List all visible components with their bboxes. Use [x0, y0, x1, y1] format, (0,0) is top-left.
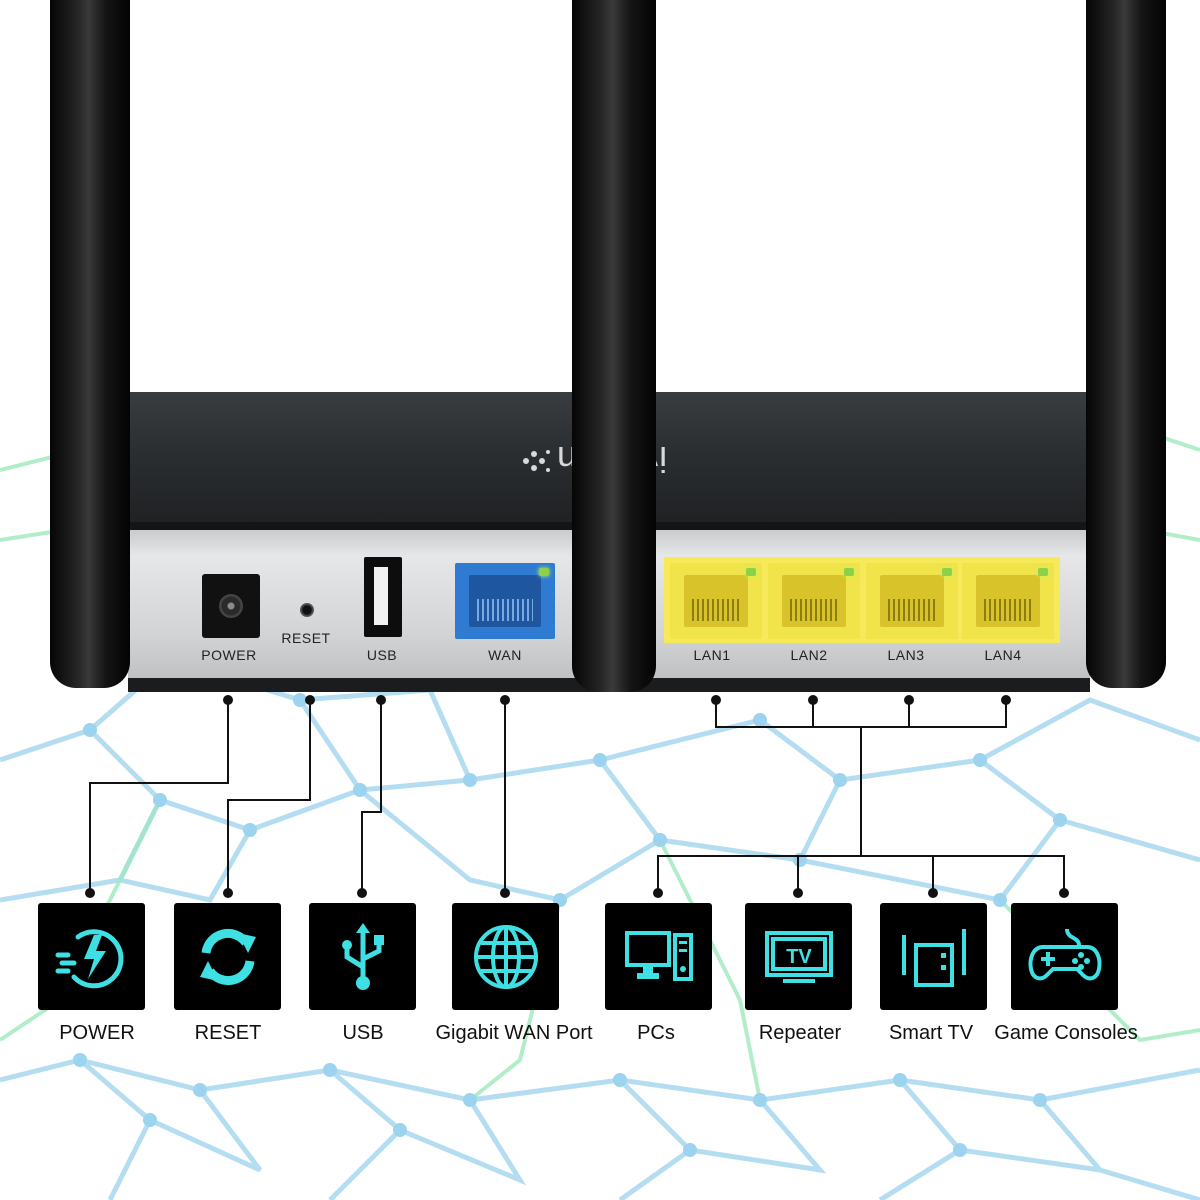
- refresh-arrows-icon: [199, 928, 256, 985]
- repeater-caption: Repeater: [758, 1022, 842, 1044]
- smart-tv-tile: [880, 903, 987, 1010]
- brand-logo-mark: [523, 450, 550, 472]
- wan-led: [539, 568, 549, 576]
- lan2-port-label: LAN2: [790, 647, 828, 663]
- antenna-middle: [572, 0, 656, 692]
- usb-port[interactable]: [364, 557, 402, 637]
- globe-icon: [473, 924, 538, 989]
- wifi-repeater-icon: [901, 928, 966, 987]
- power-tile: [38, 903, 145, 1010]
- lan2-led: [844, 568, 854, 576]
- svg-text:TV: TV: [786, 946, 812, 968]
- game-consoles-caption: Game Consoles: [994, 1022, 1138, 1044]
- lan4-led: [1038, 568, 1048, 576]
- gamepad-icon: [1028, 928, 1101, 980]
- lan1-led: [746, 568, 756, 576]
- antenna-right: [1086, 0, 1166, 688]
- wan-tile: [452, 903, 559, 1010]
- reset-button[interactable]: [300, 603, 314, 617]
- desktop-pc-icon: [624, 930, 693, 981]
- power-caption: POWER: [59, 1022, 135, 1044]
- lan4-port[interactable]: [962, 563, 1054, 639]
- lan2-port[interactable]: [768, 563, 860, 639]
- usb-caption: USB: [342, 1022, 384, 1044]
- power-port-label: POWER: [201, 647, 257, 663]
- reset-tile: [174, 903, 281, 1010]
- lan3-port-label: LAN3: [887, 647, 925, 663]
- pcs-tile: [605, 903, 712, 1010]
- power-plug-icon: [55, 928, 123, 988]
- wan-port-label: WAN: [488, 647, 522, 663]
- usb-tile: [309, 903, 416, 1010]
- lan1-port-label: LAN1: [693, 647, 731, 663]
- pcs-caption: PCs: [637, 1022, 675, 1044]
- usb-icon: [341, 922, 384, 990]
- lan3-led: [942, 568, 952, 576]
- tv-icon: TV: [764, 930, 833, 983]
- lan1-port[interactable]: [670, 563, 762, 639]
- smart-tv-caption: Smart TV: [888, 1022, 974, 1044]
- lan4-port-label: LAN4: [984, 647, 1022, 663]
- power-jack[interactable]: [202, 574, 260, 638]
- wan-caption: Gigabit WAN Port: [435, 1022, 593, 1044]
- wan-port[interactable]: [455, 563, 555, 639]
- repeater-tile: TV: [745, 903, 852, 1010]
- antenna-left: [50, 0, 130, 688]
- usb-port-label: USB: [366, 647, 398, 663]
- reset-port-label: RESET: [281, 630, 331, 646]
- reset-caption: RESET: [194, 1022, 262, 1044]
- lan3-port[interactable]: [866, 563, 958, 639]
- game-consoles-tile: [1011, 903, 1118, 1010]
